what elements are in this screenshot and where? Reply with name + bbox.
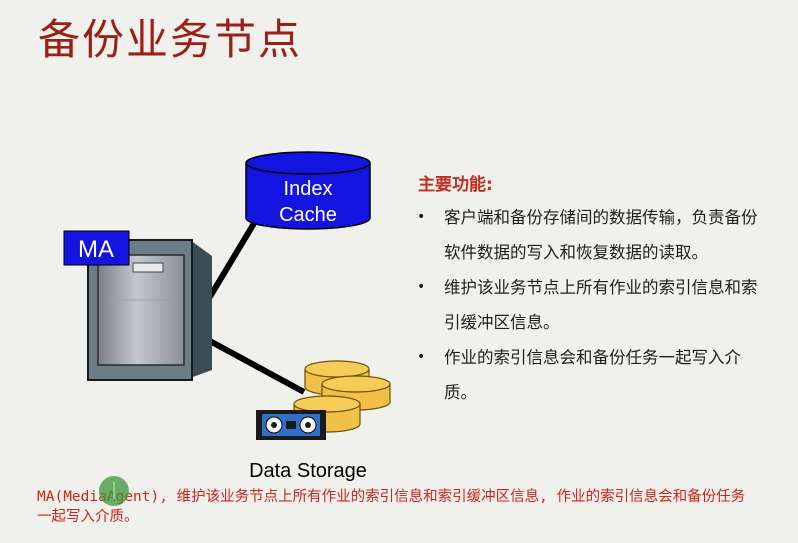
link-server-storage	[206, 337, 306, 395]
main-functions-heading: 主要功能:	[418, 175, 493, 195]
media-agent-server-icon	[87, 239, 212, 381]
bullet-icon: •	[417, 279, 426, 295]
index-cache-label-line1: Index	[284, 178, 333, 200]
list-item-text: 作业的索引信息会和备份任务一起写入介质。	[444, 348, 741, 402]
bullet-icon: •	[417, 209, 426, 225]
list-item-text: 客户端和备份存储间的数据传输，负责备份软件数据的写入和恢复数据的读取。	[444, 208, 758, 262]
data-storage-label: Data Storage	[249, 460, 367, 482]
link-server-cache	[205, 208, 265, 302]
index-cache-label-line2: Cache	[279, 204, 337, 226]
slide-caption: MA(MediaAgent), 维护该业务节点上所有作业的索引信息和索引缓冲区信…	[37, 489, 746, 525]
ma-label: MA	[78, 236, 114, 263]
list-item-text: 维护该业务节点上所有作业的索引信息和索引缓冲区信息。	[444, 278, 758, 332]
index-cache-icon: Index Cache	[245, 151, 371, 230]
ma-label-box: MA	[63, 230, 130, 266]
tape-drive-icon	[256, 410, 326, 440]
list-item: • 维护该业务节点上所有作业的索引信息和索引缓冲区信息。	[414, 270, 764, 340]
slide-title: 备份业务节点	[38, 15, 303, 64]
bullet-icon: •	[417, 349, 426, 365]
function-list: • 客户端和备份存储间的数据传输，负责备份软件数据的写入和恢复数据的读取。 • …	[414, 200, 764, 410]
list-item: • 客户端和备份存储间的数据传输，负责备份软件数据的写入和恢复数据的读取。	[414, 200, 764, 270]
mouse-cursor-icon	[99, 476, 129, 506]
list-item: • 作业的索引信息会和备份任务一起写入介质。	[414, 340, 764, 410]
